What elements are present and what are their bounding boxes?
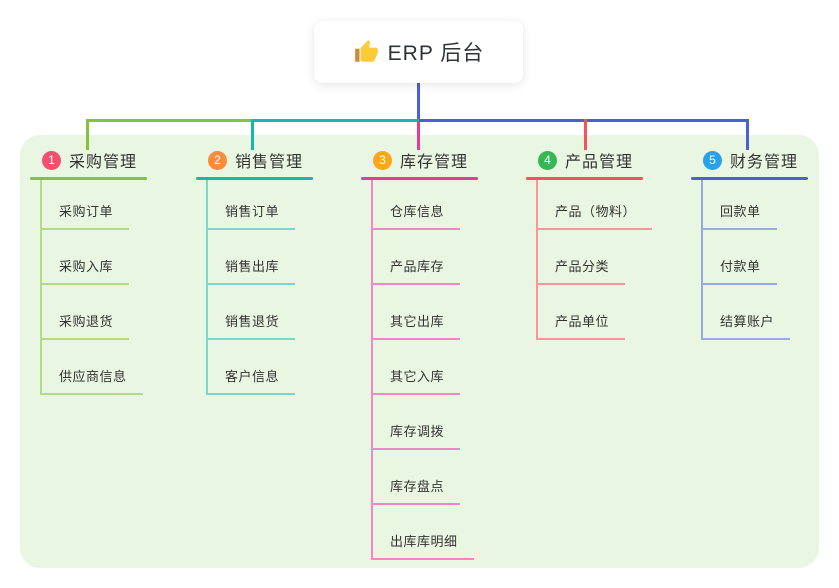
child-node-label: 结算账户 [703,311,791,340]
branch-title: 采购管理 [69,154,138,171]
child-node-label: 付款单 [703,256,777,285]
branch-title: 库存管理 [400,154,469,171]
child-node-label: 供应商信息 [42,366,143,395]
child-node[interactable]: 出库库明细 [373,505,501,560]
branch-underline [691,177,808,180]
branch-underline [196,177,313,180]
branch: 1 采购管理 采购订单采购入库采购退货供应商信息 [30,147,170,395]
connector-drop-product [584,119,587,150]
branches-panel [20,135,819,568]
branch-header[interactable]: 2 销售管理 [208,147,336,173]
connector-root-line [417,83,420,121]
child-node-label: 销售订单 [208,201,296,230]
child-node-label: 回款单 [703,201,777,230]
branch-header[interactable]: 5 财务管理 [703,147,831,173]
root-node[interactable]: ERP 后台 [314,21,523,83]
branch-number-badge: 2 [208,150,227,170]
child-node-label: 产品分类 [538,256,626,285]
child-node-label: 采购订单 [42,201,130,230]
child-node[interactable]: 付款单 [703,230,831,285]
branch-underline [526,177,643,180]
child-node[interactable]: 结算账户 [703,285,831,340]
branch: 4 产品管理 产品（物料） 产品分类产品单位 [526,147,666,340]
branch-header[interactable]: 3 库存管理 [373,147,501,173]
branch-title: 销售管理 [235,154,304,171]
child-node[interactable]: 产品分类 [538,230,666,285]
child-node-label: 采购入库 [42,256,130,285]
branch: 5 财务管理 回款单付款单结算账户 [691,147,831,340]
branch-children: 回款单付款单结算账户 [701,180,831,340]
child-node[interactable]: 采购入库 [42,230,170,285]
child-node[interactable]: 采购订单 [42,180,170,230]
child-node-label: 库存调拨 [373,421,461,450]
connector-bus-sales [251,119,420,122]
child-node[interactable]: 产品（物料） [538,180,666,230]
child-node-label: 仓库信息 [373,201,461,230]
child-node-label: 销售出库 [208,256,296,285]
branch-underline [30,177,147,180]
child-node[interactable]: 产品单位 [538,285,666,340]
child-node-label: 客户信息 [208,366,296,395]
child-node[interactable]: 采购退货 [42,285,170,340]
child-node-label: 产品单位 [538,311,626,340]
branch-header[interactable]: 1 采购管理 [42,147,170,173]
branch-children: 产品（物料） 产品分类产品单位 [536,180,666,340]
child-node[interactable]: 产品库存 [373,230,501,285]
root-title: ERP 后台 [387,42,485,65]
child-node-label: 产品库存 [373,256,461,285]
child-node-label: 采购退货 [42,311,130,340]
child-node[interactable]: 客户信息 [208,340,336,395]
child-node[interactable]: 销售出库 [208,230,336,285]
child-node-label: 出库库明细 [373,531,474,560]
branch-children: 采购订单采购入库采购退货供应商信息 [40,180,170,395]
child-node[interactable]: 其它出库 [373,285,501,340]
connector-drop-finance [746,119,749,150]
child-node[interactable]: 库存盘点 [373,450,501,505]
branch-children: 销售订单销售出库销售退货客户信息 [206,180,336,395]
connector-bus-purchase [86,119,252,122]
child-node[interactable]: 供应商信息 [42,340,170,395]
branch-number-badge: 3 [373,150,392,170]
branch: 3 库存管理 仓库信息产品库存其它出库其它入库库存调拨库存盘点出库库明细 [361,147,501,560]
child-node[interactable]: 销售订单 [208,180,336,230]
child-node[interactable]: 仓库信息 [373,180,501,230]
connector-drop-sales [251,119,254,150]
child-node[interactable]: 库存调拨 [373,395,501,450]
child-node-label: 产品（物料） [538,201,653,230]
branch-number-badge: 1 [42,150,61,170]
branch-title: 财务管理 [730,154,799,171]
branch-children: 仓库信息产品库存其它出库其它入库库存调拨库存盘点出库库明细 [371,180,501,560]
child-node[interactable]: 其它入库 [373,340,501,395]
child-node-label: 其它出库 [373,311,461,340]
branch-header[interactable]: 4 产品管理 [538,147,666,173]
branch: 2 销售管理 销售订单销售出库销售退货客户信息 [196,147,336,395]
thumbs-up-icon [353,39,379,65]
child-node[interactable]: 销售退货 [208,285,336,340]
child-node-label: 其它入库 [373,366,461,395]
branch-number-badge: 5 [703,150,722,170]
child-node-label: 销售退货 [208,311,296,340]
branch-title: 产品管理 [565,154,634,171]
connector-drop-inventory [417,121,420,150]
child-node[interactable]: 回款单 [703,180,831,230]
branch-number-badge: 4 [538,150,557,170]
branch-underline [361,177,478,180]
connector-drop-purchase [86,119,89,150]
child-node-label: 库存盘点 [373,476,461,505]
